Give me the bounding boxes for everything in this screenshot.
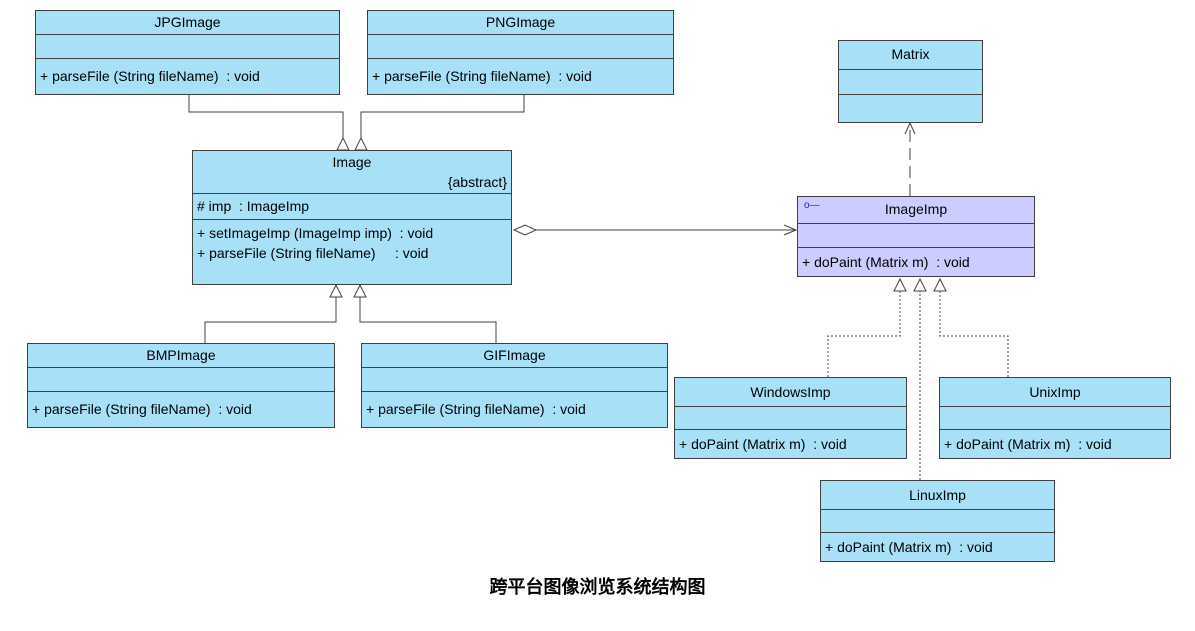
class-bmpimage[interactable]: BMPImage + parseFile (String fileName) :…: [27, 343, 335, 428]
class-gifimage[interactable]: GIFImage + parseFile (String fileName) :…: [361, 343, 668, 428]
class-name: LinuxImp: [909, 487, 966, 503]
attribute: # imp : ImageImp: [197, 198, 310, 214]
class-name: Matrix: [891, 46, 930, 62]
operation-section: + doPaint (Matrix m) : void: [821, 532, 1054, 561]
operation: + doPaint (Matrix m) : void: [679, 436, 847, 452]
interface-icon: o—: [804, 200, 820, 211]
operation: + doPaint (Matrix m) : void: [944, 436, 1112, 452]
realization-arrow-unix: [933, 277, 947, 292]
class-name: WindowsImp: [750, 384, 831, 400]
operation-section: + setImageImp (ImageImp imp) : void + pa…: [193, 219, 511, 263]
generalization-arrow-jpg: [336, 136, 350, 151]
bmp-generalization: [204, 296, 337, 343]
operation: + parseFile (String fileName) : void: [32, 401, 252, 417]
attribute-section: [798, 223, 1034, 247]
class-name: Image: [332, 154, 372, 170]
class-uniximp[interactable]: UnixImp + doPaint (Matrix m) : void: [939, 377, 1171, 459]
class-name: GIFImage: [483, 347, 546, 363]
dependency-arrowhead: [904, 121, 916, 135]
operation-section: + parseFile (String fileName) : void: [362, 391, 667, 426]
unix-realization: [939, 291, 1009, 377]
attribute-section: [28, 367, 334, 391]
operation: + parseFile (String fileName) : void: [40, 68, 260, 84]
attribute-section: [839, 69, 982, 94]
operation: + setImageImp (ImageImp imp) : void: [197, 225, 434, 241]
operation-section: + doPaint (Matrix m) : void: [798, 247, 1034, 276]
interface-imageimp[interactable]: o— ImageImp + doPaint (Matrix m) : void: [797, 196, 1035, 277]
abstract-stereotype: {abstract}: [447, 174, 507, 190]
realization-arrow-windows: [893, 277, 907, 292]
operation-section: + doPaint (Matrix m) : void: [675, 429, 906, 458]
class-matrix[interactable]: Matrix: [838, 40, 983, 123]
class-jpgimage[interactable]: JPGImage + parseFile (String fileName) :…: [35, 10, 340, 95]
operation-section: + parseFile (String fileName) : void: [36, 58, 339, 93]
jpg-generalization: [188, 95, 344, 138]
attribute-section: [36, 34, 339, 58]
class-windowsimp[interactable]: WindowsImp + doPaint (Matrix m) : void: [674, 377, 907, 459]
aggregation-arrowhead: [783, 224, 798, 236]
class-name: o— ImageImp: [798, 197, 1034, 223]
png-generalization: [360, 95, 525, 138]
generalization-arrow-gif: [353, 283, 367, 298]
attribute-section: [368, 34, 673, 58]
operation: + doPaint (Matrix m) : void: [802, 254, 970, 270]
attribute-section: [821, 509, 1054, 532]
operation: + doPaint (Matrix m) : void: [825, 539, 993, 555]
class-image[interactable]: Image {abstract} # imp : ImageImp + setI…: [192, 150, 512, 285]
attribute-section: [940, 406, 1170, 429]
class-name: PNGImage: [485, 14, 556, 30]
class-name: JPGImage: [154, 14, 221, 30]
class-linuximp[interactable]: LinuxImp + doPaint (Matrix m) : void: [820, 480, 1055, 562]
operation: + parseFile (String fileName) : void: [366, 401, 586, 417]
attribute-section: [675, 406, 906, 429]
operation: + parseFile (String fileName) : void: [372, 68, 592, 84]
attribute-section: [362, 367, 667, 391]
realization-arrow-linux: [913, 277, 927, 292]
generalization-arrow-bmp: [329, 283, 343, 298]
operation-section: [839, 94, 982, 122]
class-pngimage[interactable]: PNGImage + parseFile (String fileName) :…: [367, 10, 674, 95]
windows-realization: [827, 291, 901, 377]
class-name: UnixImp: [1029, 384, 1081, 400]
operation: + parseFile (String fileName) : void: [197, 245, 429, 261]
attribute-section: # imp : ImageImp: [193, 193, 511, 219]
diagram-caption: 跨平台图像浏览系统结构图: [489, 577, 706, 598]
gif-generalization: [359, 296, 497, 343]
generalization-arrow-png: [354, 136, 368, 151]
class-name: BMPImage: [146, 347, 216, 363]
operation-section: + parseFile (String fileName) : void: [368, 58, 673, 93]
operation-section: + doPaint (Matrix m) : void: [940, 429, 1170, 458]
aggregation-diamond: [512, 224, 538, 236]
operation-section: + parseFile (String fileName) : void: [28, 391, 334, 426]
